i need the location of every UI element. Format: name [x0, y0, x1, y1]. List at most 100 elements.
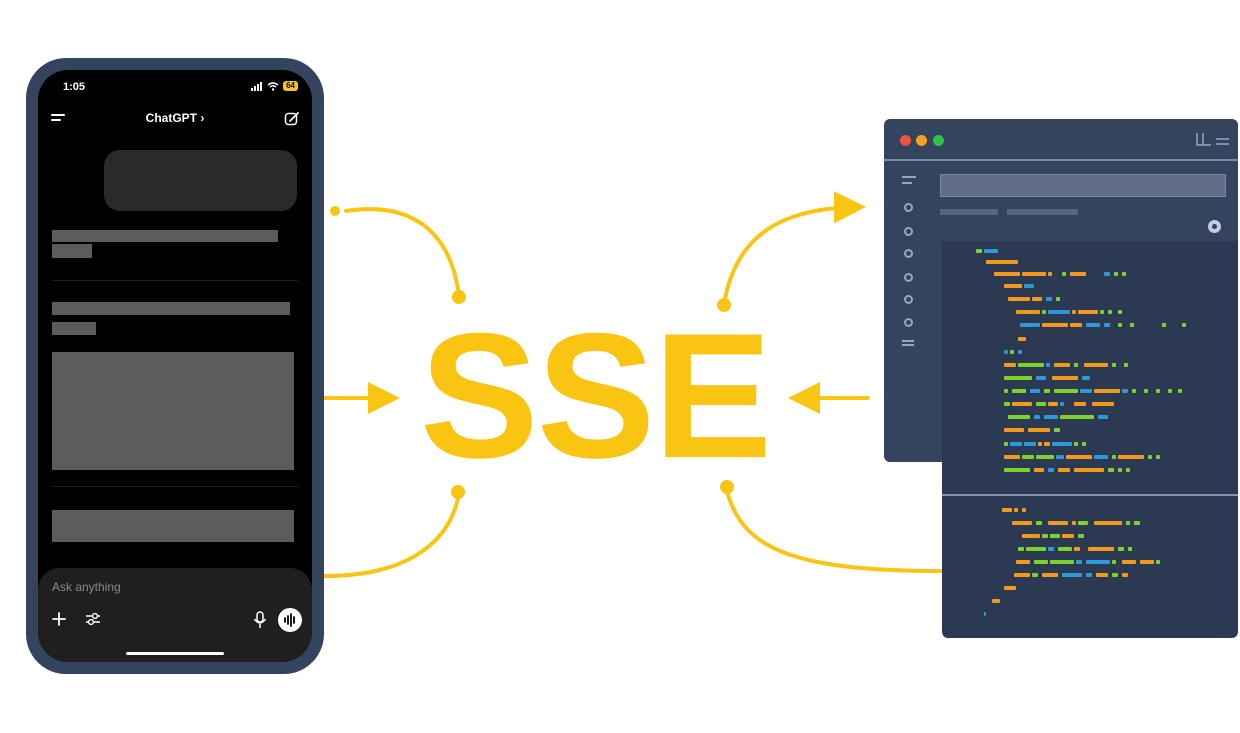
- sidebar-menu-icon[interactable]: [902, 340, 914, 342]
- code-token: [984, 249, 998, 253]
- code-token: [1062, 534, 1074, 538]
- battery-badge: 64: [283, 81, 298, 91]
- user-message-bubble: [104, 150, 297, 211]
- code-token: [1074, 363, 1078, 367]
- code-line: [942, 247, 1238, 256]
- composer: Ask anything: [38, 568, 312, 662]
- tab-placeholder[interactable]: [940, 209, 998, 215]
- sidebar-menu-icon[interactable]: [902, 344, 914, 346]
- code-token: [1046, 297, 1052, 301]
- sidebar-item-icon[interactable]: [904, 203, 913, 212]
- code-line: [942, 426, 1238, 435]
- status-icons: 64: [251, 81, 298, 91]
- code-token: [1028, 428, 1050, 432]
- code-token: [1104, 323, 1110, 327]
- code-token: [1034, 560, 1048, 564]
- code-token: [1108, 310, 1112, 314]
- code-token: [1058, 468, 1070, 472]
- code-token: [1072, 521, 1076, 525]
- text-placeholder: [52, 510, 294, 542]
- code-token: [1182, 323, 1186, 327]
- code-token: [1134, 521, 1140, 525]
- connector-dot: [717, 298, 731, 312]
- code-token: [1030, 389, 1040, 393]
- code-token: [1050, 560, 1074, 564]
- app-title[interactable]: ChatGPT ›: [38, 111, 312, 125]
- sidebar-menu-icon[interactable]: [902, 176, 916, 178]
- code-token: [1048, 272, 1052, 276]
- sidebar-item-icon[interactable]: [904, 249, 913, 258]
- sidebar-item-icon[interactable]: [904, 318, 913, 327]
- menu-icon[interactable]: [51, 114, 67, 126]
- code-token: [1094, 455, 1108, 459]
- code-token: [1178, 389, 1182, 393]
- code-line: [942, 440, 1238, 449]
- code-token: [1074, 468, 1104, 472]
- status-time: 1:05: [63, 81, 86, 93]
- tab-placeholder[interactable]: [1007, 209, 1078, 215]
- minimize-dot[interactable]: [916, 135, 927, 146]
- code-token: [1048, 402, 1058, 406]
- code-token: [1126, 521, 1130, 525]
- code-line: [942, 545, 1238, 554]
- code-token: [1042, 534, 1048, 538]
- sidebar-item-icon[interactable]: [904, 273, 913, 282]
- code-token: [1112, 573, 1118, 577]
- code-token: [1012, 389, 1026, 393]
- voice-mode-button[interactable]: [278, 608, 302, 632]
- code-token: [1092, 402, 1114, 406]
- code-token: [1156, 389, 1160, 393]
- code-token: [1042, 323, 1068, 327]
- plus-icon[interactable]: [52, 612, 66, 626]
- code-token: [1032, 297, 1042, 301]
- code-token: [1050, 534, 1060, 538]
- code-token: [1070, 323, 1082, 327]
- record-icon[interactable]: [1208, 220, 1221, 233]
- code-token: [1122, 560, 1136, 564]
- code-token: [1010, 442, 1022, 446]
- code-line: [942, 506, 1238, 515]
- code-token: [1022, 272, 1046, 276]
- connector-dot: [452, 290, 466, 304]
- code-token: [1004, 284, 1022, 288]
- code-token: [1168, 389, 1172, 393]
- text-placeholder: [52, 244, 92, 258]
- code-token: [1048, 521, 1068, 525]
- code-line: [942, 308, 1238, 317]
- code-token: [1096, 573, 1108, 577]
- text-placeholder: [52, 230, 278, 242]
- code-line: [942, 374, 1238, 383]
- code-token: [1018, 547, 1024, 551]
- sidebar-item-icon[interactable]: [904, 227, 913, 236]
- settings-sliders-icon[interactable]: [85, 611, 101, 627]
- code-token: [1036, 376, 1046, 380]
- code-line: [942, 571, 1238, 580]
- code-token: [1004, 363, 1016, 367]
- code-token: [1118, 310, 1122, 314]
- sidebar-menu-icon[interactable]: [902, 182, 912, 184]
- mic-icon[interactable]: [253, 611, 267, 629]
- code-token: [1052, 442, 1072, 446]
- code-token: [1008, 297, 1030, 301]
- code-token: [1094, 521, 1122, 525]
- code-line: [942, 295, 1238, 304]
- code-token: [1098, 415, 1108, 419]
- code-token: [1086, 323, 1100, 327]
- code-token: [1054, 363, 1070, 367]
- code-token: [1054, 389, 1078, 393]
- composer-input[interactable]: Ask anything: [52, 580, 121, 594]
- close-dot[interactable]: [900, 135, 911, 146]
- maximize-dot[interactable]: [933, 135, 944, 146]
- layout-icon[interactable]: [1196, 132, 1230, 146]
- address-bar[interactable]: [940, 174, 1226, 197]
- code-line: [942, 597, 1238, 606]
- code-token: [1112, 560, 1116, 564]
- code-token: [1118, 455, 1144, 459]
- edit-icon[interactable]: [284, 111, 300, 127]
- sidebar-item-icon[interactable]: [904, 295, 913, 304]
- code-line: [942, 532, 1238, 541]
- code-token: [1002, 508, 1012, 512]
- code-token: [1004, 402, 1010, 406]
- code-token: [1034, 415, 1040, 419]
